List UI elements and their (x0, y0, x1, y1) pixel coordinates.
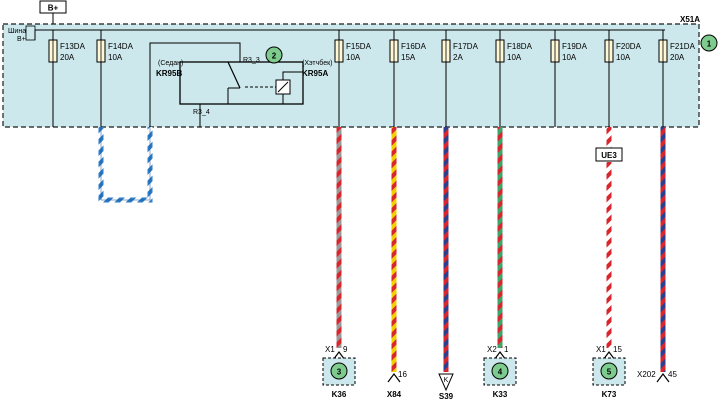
terminal-s39: K S39 (438, 373, 454, 401)
fuse-f13da: F13DA 20A (48, 30, 86, 127)
fuse-id-label: F21DA (670, 42, 696, 51)
fuse-rating-label: 10A (346, 53, 361, 62)
terminal-s39-component: S39 (439, 392, 454, 401)
fuse-rating-label: 10A (108, 53, 123, 62)
fuse-group: F13DA20AF14DA10AF15DA10AF16DA15AF17DA2AF… (48, 30, 696, 127)
relay-pin-bottom: R3_4 (193, 109, 210, 116)
fuse-id-label: F16DA (401, 42, 427, 51)
svg-text:UE3: UE3 (601, 151, 617, 160)
fuse-f19da: F19DA 10A (550, 30, 588, 127)
terminal-k36-pin: 9 (343, 345, 348, 354)
fuse-id-label: F20DA (616, 42, 642, 51)
relay-left-variant: (Седан) (158, 60, 183, 67)
box-connector-label: X51A (680, 15, 700, 24)
terminal-x84-pin: 16 (398, 370, 407, 379)
fuse-id-label: F19DA (562, 42, 588, 51)
inline-connector-ue3: UE3 (595, 147, 623, 162)
wire-loop-blue-white (98, 127, 153, 203)
terminal-k36-connector: X1 (325, 345, 335, 354)
relay: R3_3 R3_4 (Седан) KR95B (Хэтчбек) KR95A … (149, 42, 333, 127)
relay-right-code: KR95A (302, 69, 328, 78)
terminal-k73-callout: 5 (607, 368, 612, 377)
fuse-rating-label: 20A (60, 53, 75, 62)
fuse-f21da: F21DA 20A (658, 30, 696, 127)
fuse-f14da: F14DA 10A (96, 30, 134, 127)
fuse-id-label: F13DA (60, 42, 86, 51)
terminal-k33: X2 1 4 K33 (483, 345, 517, 399)
bus-label-line2: B+ (17, 36, 26, 43)
supply-label: B+ (48, 4, 59, 13)
fuse-id-label: F17DA (453, 42, 479, 51)
fuse-rating-label: 10A (616, 53, 631, 62)
fuse-rating-label: 15A (401, 53, 416, 62)
terminal-x202-connector: X202 (637, 370, 656, 379)
terminal-x84: 16 X84 (387, 370, 408, 399)
box-callout: 1 (700, 34, 718, 52)
svg-text:1: 1 (707, 40, 712, 49)
terminal-k73: X1 15 5 K73 (592, 345, 626, 399)
fuse-f18da: F18DA 10A (495, 30, 533, 127)
fuse-rating-label: 10A (562, 53, 577, 62)
fuse-f17da: F17DA 2A (441, 30, 479, 127)
relay-pin-top: R3_3 (243, 57, 260, 64)
terminal-k33-connector: X2 (487, 345, 497, 354)
terminal-k36-callout: 3 (337, 368, 342, 377)
terminal-k73-connector: X1 (596, 345, 606, 354)
terminal-k36-component: K36 (332, 390, 347, 399)
relay-right-variant: (Хэтчбек) (302, 59, 333, 67)
fuse-relay-box (2, 23, 700, 128)
fuse-f20da: F20DA 10A (604, 30, 642, 127)
terminal-k36: X1 9 3 K36 (322, 345, 356, 399)
terminal-x84-component: X84 (387, 390, 402, 399)
bus-label-line1: Шина (8, 28, 26, 35)
fuse-f16da: F16DA 15A (389, 30, 427, 127)
svg-text:2: 2 (272, 52, 277, 61)
terminal-k33-pin: 1 (504, 345, 509, 354)
fuse-rating-label: 20A (670, 53, 685, 62)
terminal-k73-pin: 15 (613, 345, 622, 354)
fuse-f15da: F15DA 10A (334, 30, 372, 127)
relay-switch-contact (227, 61, 241, 89)
relay-left-code: KR95B (156, 69, 182, 78)
terminal-k73-component: K73 (602, 390, 617, 399)
terminal-s39-pin: K (444, 377, 449, 384)
relay-callout: 2 (265, 46, 283, 64)
terminal-k33-callout: 4 (498, 368, 503, 377)
terminal-x202: X202 45 (637, 370, 677, 383)
terminal-x202-pin: 45 (668, 370, 677, 379)
fuse-id-label: F14DA (108, 42, 134, 51)
fuse-id-label: F15DA (346, 42, 372, 51)
fuse-id-label: F18DA (507, 42, 533, 51)
fuse-rating-label: 2A (453, 53, 463, 62)
terminal-k33-component: K33 (493, 390, 508, 399)
fuse-rating-label: 10A (507, 53, 522, 62)
